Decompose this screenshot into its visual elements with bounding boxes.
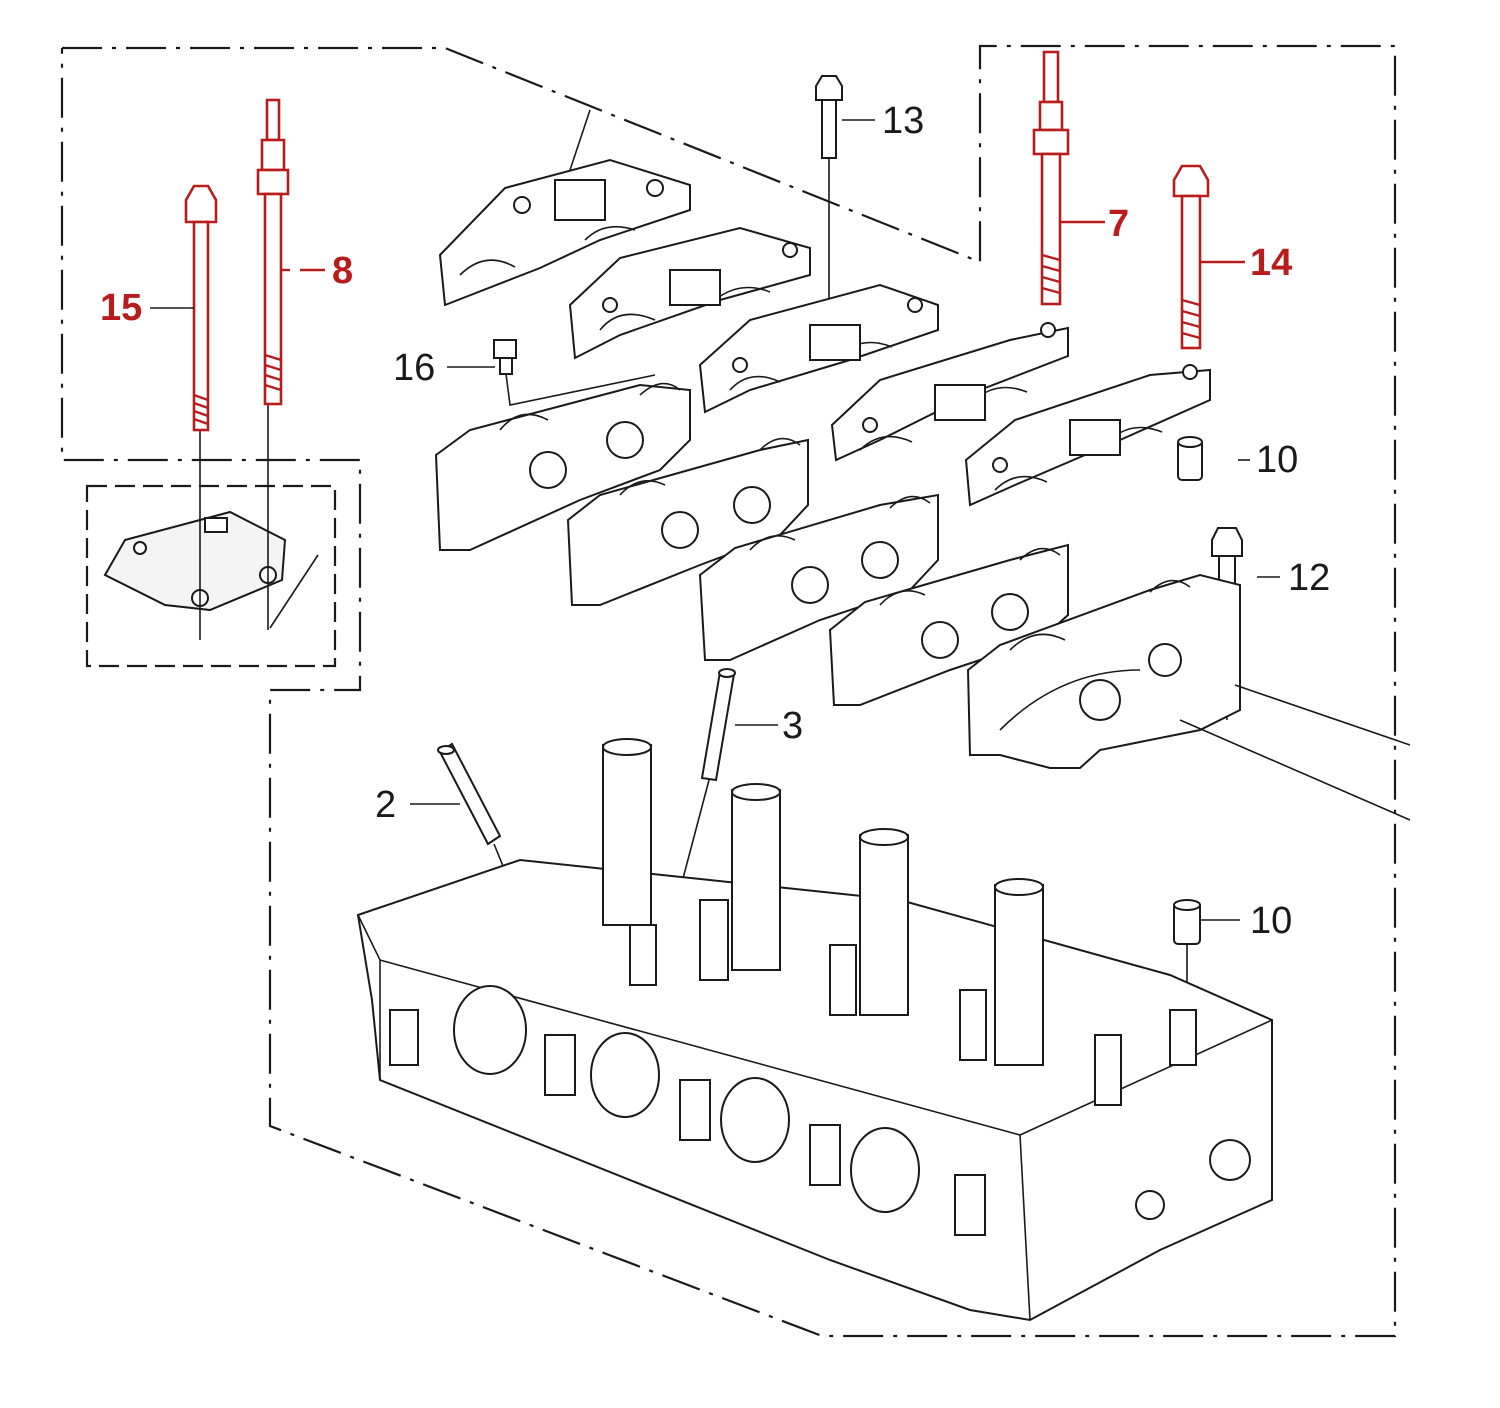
bearing-cap-3 — [698, 283, 939, 414]
holder-2 — [566, 437, 809, 606]
holder-5-end — [966, 573, 1411, 821]
callout-labels: 2 3 7 8 10 10 12 13 14 15 16 — [100, 100, 1330, 942]
bolt-16 — [493, 339, 656, 406]
spark-plug-tubes — [602, 738, 1044, 1066]
callout-13: 13 — [882, 100, 924, 142]
callout-7: 7 — [1108, 203, 1129, 245]
assembly-boundary-frame — [60, 44, 1397, 1338]
bearing-cap-5 — [964, 364, 1211, 507]
head-bolt-bosses — [629, 899, 1197, 1106]
callout-10-lower: 10 — [1250, 900, 1292, 942]
dowel-pin-10-upper — [1177, 436, 1203, 481]
callout-8: 8 — [332, 250, 353, 292]
holder-3 — [698, 493, 939, 661]
callout-14: 14 — [1250, 242, 1292, 284]
callout-2: 2 — [375, 784, 396, 826]
camshaft-bearing-caps — [438, 109, 1211, 507]
bolt-13 — [815, 75, 843, 320]
cylinder-head — [356, 738, 1273, 1322]
holder-1 — [434, 382, 691, 551]
inset-cover-plate — [103, 400, 319, 640]
camshaft-holder-assembly — [434, 382, 1411, 821]
callout-10-upper: 10 — [1256, 439, 1298, 481]
bolt-15 — [184, 184, 218, 432]
dowel-pin-10-lower — [1173, 899, 1201, 1010]
callout-12: 12 — [1288, 557, 1330, 599]
inset-detail-box — [85, 484, 337, 668]
callout-15: 15 — [100, 287, 142, 329]
stud-8 — [256, 98, 290, 406]
bearing-cap-2 — [568, 226, 811, 360]
leader-lines — [150, 119, 1280, 921]
bearing-cap-4 — [830, 322, 1069, 462]
bolt-14 — [1172, 164, 1210, 350]
bearing-cap-1 — [438, 109, 691, 307]
oil-pipe-3 — [675, 668, 736, 906]
callout-16: 16 — [393, 347, 435, 389]
stud-7 — [1032, 50, 1070, 306]
callout-3: 3 — [782, 705, 803, 747]
